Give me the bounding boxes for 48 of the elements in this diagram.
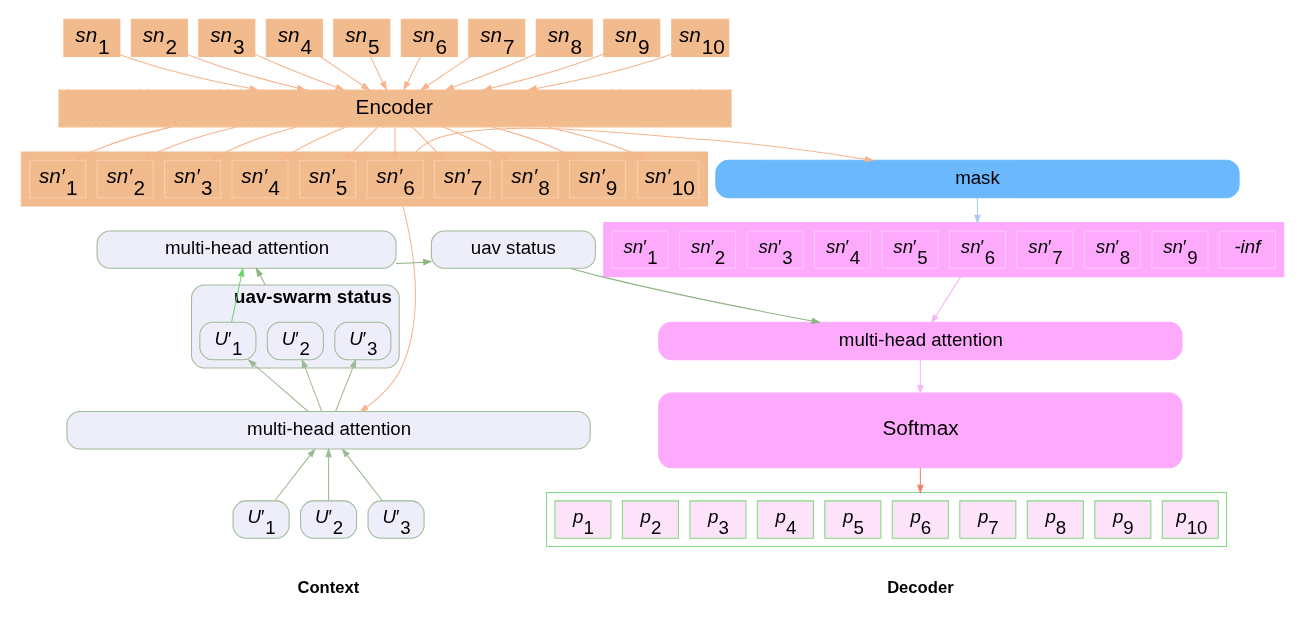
arrow	[974, 197, 981, 224]
arrow	[917, 466, 924, 494]
arrow	[403, 55, 421, 91]
arrow	[443, 126, 510, 161]
node-box: multi-head attention	[66, 410, 591, 449]
arrow	[930, 275, 962, 324]
node-box: multi-head attention	[658, 321, 1183, 360]
node-box: uav status	[430, 229, 596, 269]
cluster	[546, 491, 1228, 547]
arrow	[570, 267, 821, 324]
arrow	[280, 126, 346, 161]
arrow	[415, 127, 875, 162]
arrow	[395, 258, 433, 265]
arrow	[247, 358, 309, 412]
arrow	[211, 126, 296, 161]
arrow	[75, 126, 172, 161]
arrow	[412, 126, 446, 161]
arrow	[335, 358, 357, 412]
node-box: Softmax	[658, 391, 1183, 468]
arrow	[186, 53, 307, 91]
arrow	[231, 266, 245, 323]
node-box: Encoder	[58, 88, 732, 128]
label: Decoder	[887, 577, 954, 597]
arrow	[301, 358, 323, 412]
arrow	[492, 126, 578, 161]
node-box: -inf	[1218, 229, 1276, 269]
arrow	[444, 52, 537, 90]
arrow	[341, 447, 383, 501]
arrow	[119, 53, 259, 92]
cluster	[603, 221, 1285, 277]
arrow	[359, 205, 416, 412]
arrow	[143, 126, 237, 161]
node-box: mask	[715, 159, 1240, 198]
arrow	[420, 55, 471, 91]
arrow	[254, 53, 345, 90]
node-box: multi-head attention	[96, 229, 397, 269]
arrow	[917, 359, 924, 394]
label: Context	[297, 577, 360, 597]
arrow	[547, 126, 647, 161]
arrow	[527, 52, 673, 92]
arrow	[274, 447, 316, 501]
arrow	[344, 126, 378, 161]
arrow	[255, 266, 266, 285]
arrow	[320, 55, 371, 91]
arrow	[370, 55, 387, 91]
arrow	[391, 126, 399, 161]
arrow	[482, 53, 605, 91]
arrow	[325, 447, 332, 501]
